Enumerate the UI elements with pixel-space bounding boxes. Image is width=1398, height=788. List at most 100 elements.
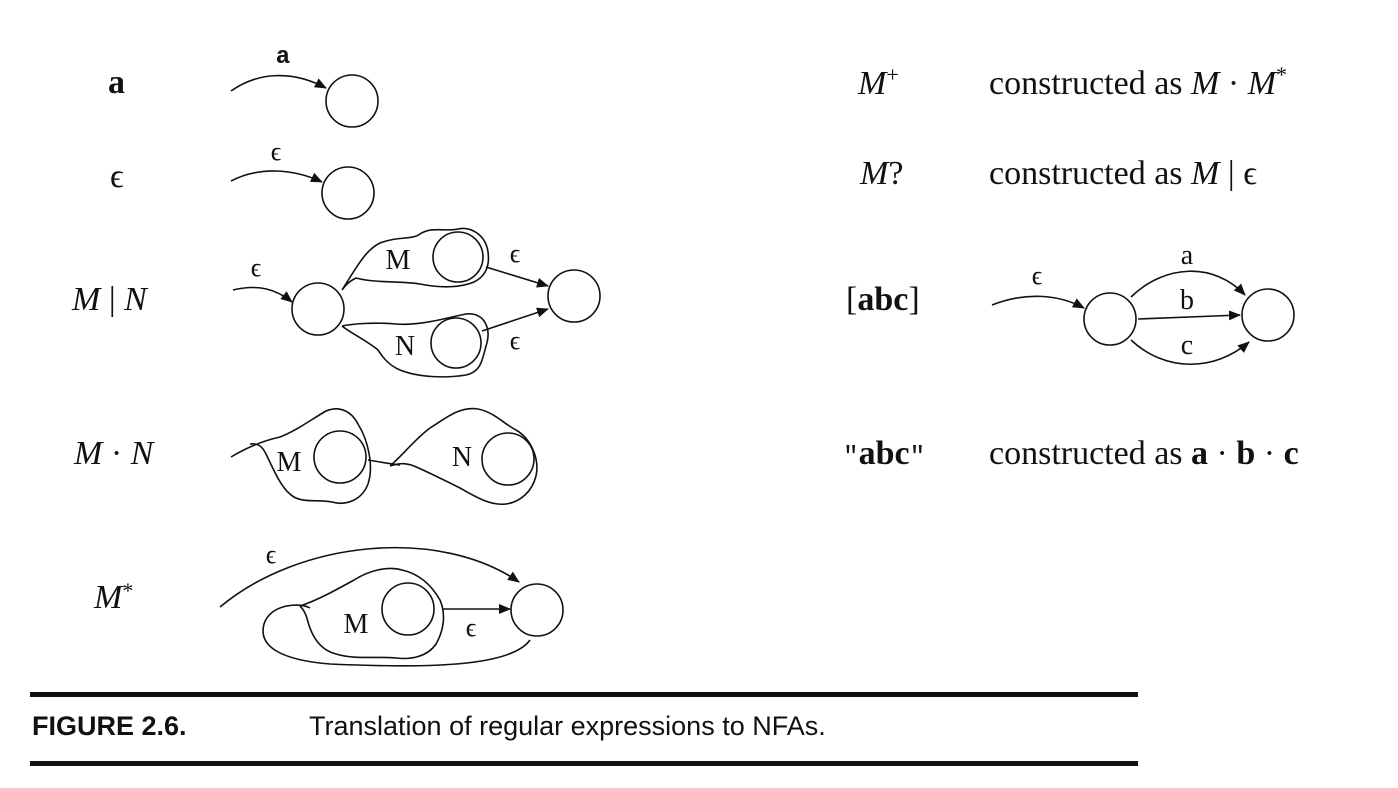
caption-rule-top — [30, 692, 1138, 697]
edge-label-epsilon: ϵ — [271, 137, 282, 166]
blob-m — [299, 567, 445, 660]
nfa-diagram: a ϵ ϵ M N ϵ ϵ M N ϵ — [219, 44, 1295, 667]
expr-star: M* — [94, 580, 133, 615]
edge-label-start: ϵ — [1032, 261, 1043, 290]
caption-rule-bottom — [30, 761, 1138, 766]
bracket-close: ] — [908, 281, 920, 318]
label-m: M — [344, 609, 369, 640]
figure-caption: Translation of regular expressions to NF… — [309, 711, 826, 741]
edge-label-n-out: ϵ — [510, 326, 521, 355]
quote-close: " — [909, 442, 926, 472]
label-m: M — [386, 245, 411, 276]
expr-optional: M? — [860, 157, 903, 191]
state-m — [313, 430, 367, 484]
rule-m2: M — [1247, 65, 1277, 102]
state — [325, 74, 379, 128]
expr-star-op: * — [122, 578, 134, 603]
edge-b — [1137, 310, 1241, 321]
edge-c — [1130, 339, 1250, 366]
nfa-a: a — [230, 44, 379, 128]
expr-plus: M+ — [858, 64, 899, 101]
figure-number: FIGURE 2.6. — [32, 711, 187, 741]
string-chars: abc — [858, 435, 910, 472]
edge-a — [230, 74, 327, 92]
edge-label-a: a — [1181, 240, 1194, 271]
label-m: M — [277, 447, 302, 478]
blob-m — [230, 408, 372, 504]
edge-loop-epsilon — [219, 546, 520, 608]
rule-prefix: constructed as — [989, 435, 1183, 472]
label-n: N — [452, 442, 472, 473]
expr-m: M — [94, 579, 123, 616]
class-chars: abc — [857, 281, 909, 318]
state-m — [381, 582, 435, 636]
edge-label-start: ϵ — [251, 253, 262, 282]
rule-dot1: · — [1216, 435, 1228, 472]
edge-label-m-out: ϵ — [510, 239, 521, 268]
expr-m: M — [72, 281, 101, 318]
rule-star: * — [1276, 62, 1288, 87]
edge-label-loop: ϵ — [266, 540, 277, 569]
edge-label-inner: ϵ — [466, 613, 477, 642]
accept-state — [510, 583, 564, 637]
expr-m: M — [860, 155, 889, 192]
rule-dot2: · — [1263, 435, 1276, 472]
accept-state — [1241, 288, 1295, 342]
edge-a — [1130, 270, 1246, 298]
rule-m1: M — [1191, 65, 1220, 102]
rule-dot: · — [1227, 65, 1240, 102]
nfa-concatenation: M N — [230, 407, 538, 506]
expr-alternation: M | N — [72, 283, 147, 317]
rule-plus: constructed as M · M* — [989, 64, 1287, 101]
edge-n-out — [481, 307, 549, 332]
expr-a: a — [108, 64, 125, 101]
rule-prefix: constructed as — [989, 65, 1183, 102]
start-state — [1083, 292, 1137, 346]
rule-string: constructed as a · b · c — [989, 437, 1299, 471]
edge-start-epsilon — [991, 295, 1085, 309]
expr-string: "abc" — [843, 437, 925, 471]
expr-bar: | — [108, 281, 116, 318]
expr-n: N — [124, 281, 147, 318]
expr-q: ? — [888, 155, 904, 192]
edge-m-out — [485, 266, 549, 288]
nfa-epsilon: ϵ — [230, 137, 375, 220]
bracket-open: [ — [846, 281, 858, 318]
rule-prefix: constructed as — [989, 155, 1183, 192]
rule-c: c — [1283, 435, 1299, 472]
back-loop — [262, 604, 531, 667]
state-m — [432, 231, 484, 283]
label-n: N — [395, 331, 415, 362]
edge-label-c: c — [1181, 330, 1193, 361]
blob-n — [389, 407, 538, 506]
blob-m — [341, 227, 490, 291]
rule-m: M — [1191, 155, 1220, 192]
expr-plus-op: + — [886, 62, 899, 87]
accept-state — [547, 269, 601, 323]
expr-m: M — [858, 65, 887, 102]
edge-label-b: b — [1180, 285, 1194, 316]
state — [321, 166, 375, 220]
quote-open: " — [843, 442, 859, 472]
rule-b: b — [1236, 435, 1256, 472]
edge-start-epsilon — [232, 286, 293, 303]
nfa-char-class: ϵ a b c — [991, 240, 1295, 366]
edge-epsilon — [230, 170, 323, 183]
blob-n — [341, 313, 489, 378]
state-n — [430, 317, 482, 369]
expr-concatenation: M · N — [74, 437, 153, 471]
start-state — [291, 282, 345, 336]
expr-dot: · — [110, 435, 123, 472]
nfa-alternation: ϵ M N ϵ ϵ — [232, 227, 601, 378]
expr-m: M — [74, 435, 103, 472]
rule-eps: ϵ — [1243, 155, 1257, 192]
rule-bar: | — [1227, 155, 1235, 192]
expr-n: N — [130, 435, 154, 472]
rule-a: a — [1191, 435, 1209, 472]
expr-char-class: [abc] — [846, 283, 920, 317]
nfa-star: ϵ M ϵ — [219, 540, 564, 667]
rule-optional: constructed as M | ϵ — [989, 157, 1257, 191]
expr-epsilon: ϵ — [110, 158, 124, 195]
edge-label-a: a — [276, 44, 290, 71]
state-n — [481, 432, 535, 486]
